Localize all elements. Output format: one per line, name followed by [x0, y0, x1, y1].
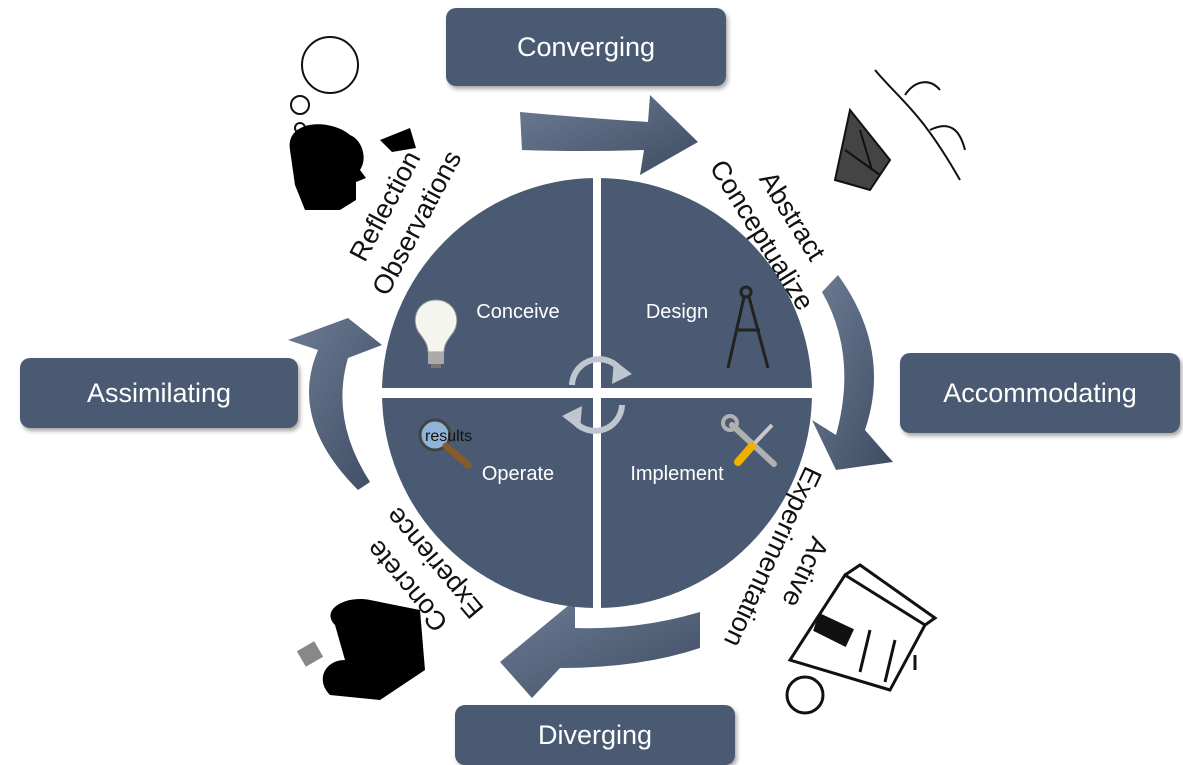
arrow-left [288, 318, 382, 490]
cycle-arrows [288, 95, 893, 698]
quadrant-label-implement: Implement [630, 463, 724, 485]
arrow-top [520, 95, 698, 175]
arrow-right [812, 275, 893, 470]
style-box-accommodating: Accommodating [900, 353, 1180, 433]
quadrant-label-conceive: Conceive [476, 301, 559, 323]
butterfly-on-branch-icon [833, 69, 966, 192]
wrench-screwdriver-icon [721, 414, 777, 467]
thinker-with-thought-bubble-icon [289, 36, 416, 210]
quadrant-label-design: Design [646, 301, 708, 323]
cdio-wheel [382, 178, 812, 608]
magnifier-icon [418, 418, 472, 469]
arrow-bottom [500, 600, 700, 698]
magnifier-caption: results [425, 428, 472, 445]
cycle-arrows-icon [562, 356, 632, 434]
style-box-converging: Converging [446, 8, 726, 86]
compass-icon [726, 285, 770, 369]
style-box-assimilating: Assimilating [20, 358, 298, 428]
hands-experimenting-icon [296, 599, 425, 700]
style-box-diverging: Diverging [455, 705, 735, 765]
lightbulb-icon [414, 299, 458, 368]
quadrant-label-operate: Operate [482, 463, 554, 485]
chemistry-apparatus-icon [785, 563, 938, 715]
